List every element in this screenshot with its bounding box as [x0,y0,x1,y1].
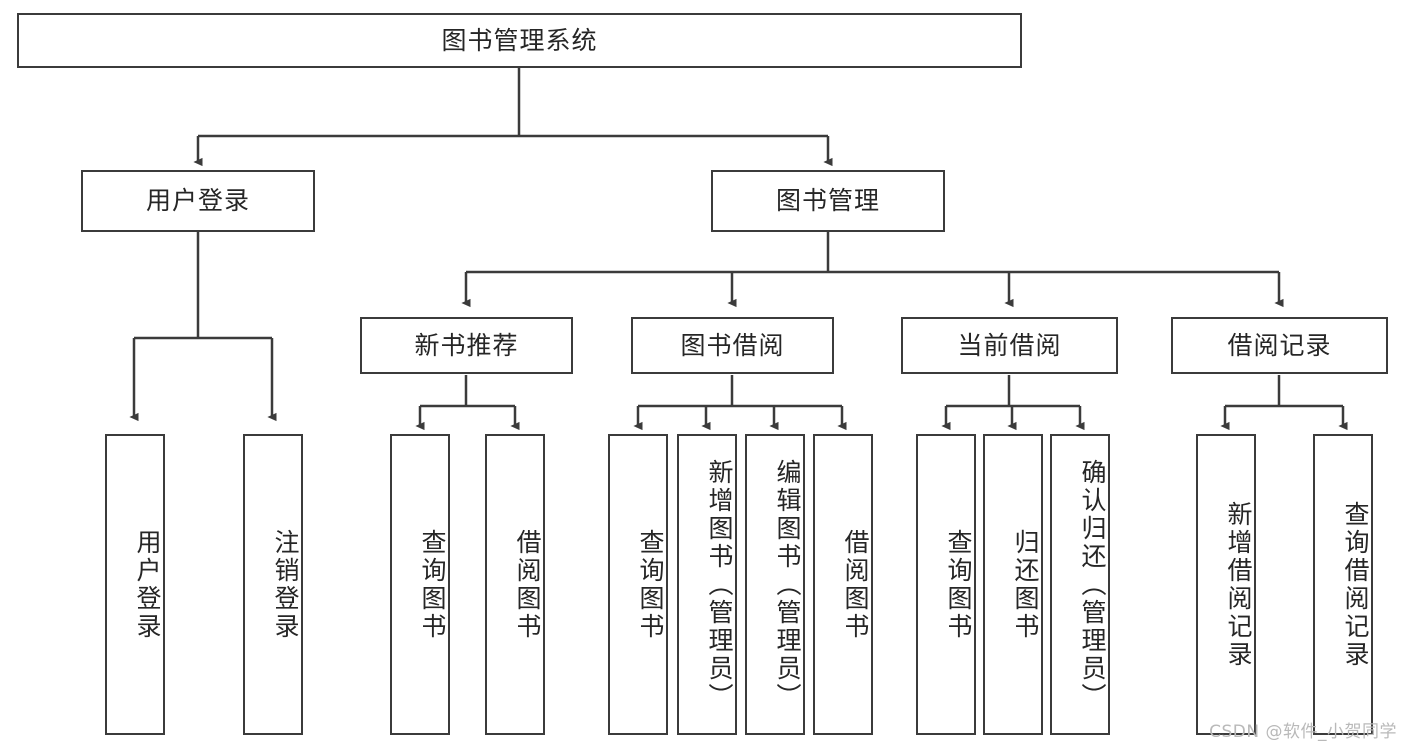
node-label: 查询图书 [418,528,447,641]
leaf-book-borrow-edit[interactable]: 编辑图书（管理员） [745,434,805,735]
node-label: 查询借阅记录 [1341,500,1370,669]
node-label: 新增借阅记录 [1224,500,1253,669]
node-label: 借阅记录 [1227,330,1332,360]
node-label: 确认归还（管理员） [1078,458,1107,711]
node-label: 查询图书 [944,528,973,641]
node-label: 图书管理 [775,186,880,216]
leaf-book-borrow-borrow[interactable]: 借阅图书 [813,434,873,735]
leaf-current-borrow-query[interactable]: 查询图书 [916,434,976,735]
node-label: 借阅图书 [841,528,870,641]
leaf-new-book-query[interactable]: 查询图书 [390,434,450,735]
node-label: 新书推荐 [414,330,519,360]
node-label: 查询图书 [636,528,665,641]
node-new-book-recommend[interactable]: 新书推荐 [360,317,573,374]
node-book-borrow[interactable]: 图书借阅 [631,317,834,374]
leaf-current-borrow-return[interactable]: 归还图书 [983,434,1043,735]
node-label: 图书借阅 [680,330,785,360]
leaf-user-login-logout[interactable]: 注销登录 [243,434,303,735]
leaf-current-borrow-confirm-return[interactable]: 确认归还（管理员） [1050,434,1110,735]
node-label: 归还图书 [1011,528,1040,641]
node-borrow-record[interactable]: 借阅记录 [1171,317,1388,374]
node-root-book-management-system[interactable]: 图书管理系统 [17,13,1022,68]
leaf-user-login-login[interactable]: 用户登录 [105,434,165,735]
leaf-book-borrow-query[interactable]: 查询图书 [608,434,668,735]
node-book-management[interactable]: 图书管理 [711,170,945,232]
node-label: 用户登录 [133,528,162,641]
node-label: 编辑图书（管理员） [773,458,802,711]
watermark: CSDN @软件_小贺同学 [1209,722,1397,742]
node-user-login[interactable]: 用户登录 [81,170,315,232]
leaf-borrow-record-add[interactable]: 新增借阅记录 [1196,434,1256,735]
node-label: 新增图书（管理员） [705,458,734,711]
node-label: 注销登录 [271,528,300,641]
node-label: 用户登录 [145,186,250,216]
node-label: 借阅图书 [513,528,542,641]
node-label: 图书管理系统 [441,25,598,55]
leaf-new-book-borrow[interactable]: 借阅图书 [485,434,545,735]
leaf-book-borrow-add[interactable]: 新增图书（管理员） [677,434,737,735]
node-label: 当前借阅 [957,330,1062,360]
leaf-borrow-record-query[interactable]: 查询借阅记录 [1313,434,1373,735]
node-current-borrow[interactable]: 当前借阅 [901,317,1118,374]
